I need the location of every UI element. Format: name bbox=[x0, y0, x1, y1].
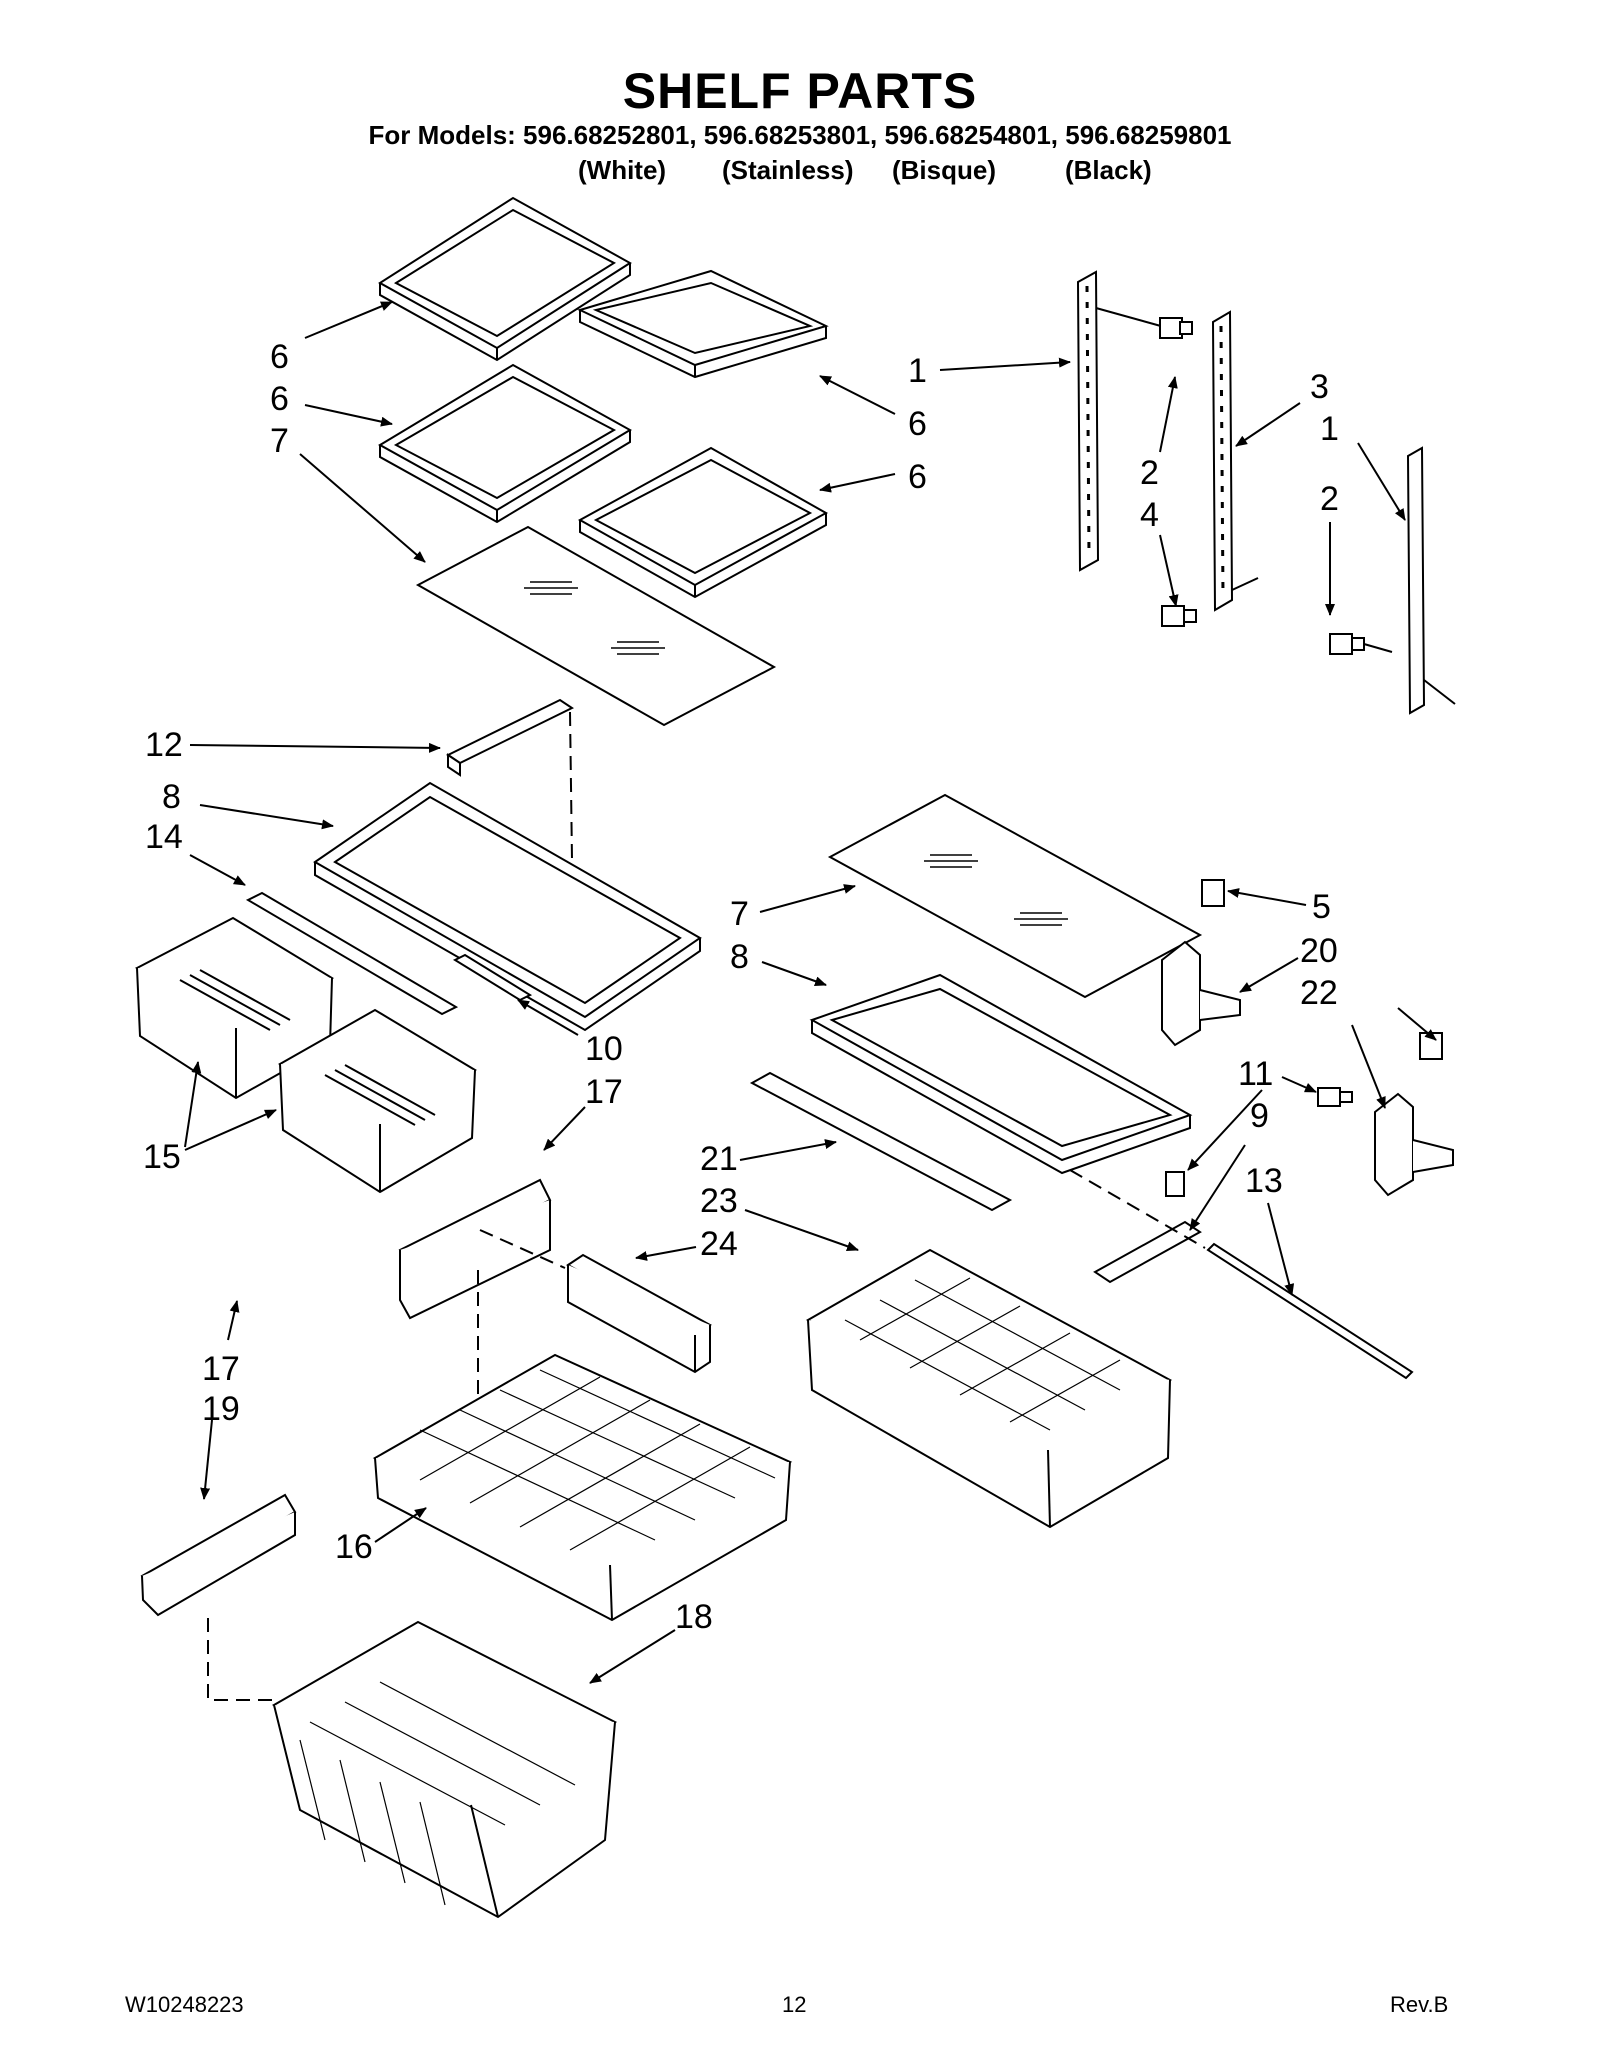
shelf-frame-middle-left bbox=[378, 363, 632, 524]
callout-label: 1 bbox=[908, 352, 927, 390]
basket-divider-panel bbox=[566, 1253, 712, 1374]
callout-label: 2 bbox=[1320, 480, 1339, 518]
callout-label: 4 bbox=[1140, 496, 1159, 534]
screw-right bbox=[1329, 633, 1393, 655]
callout-label: 10 bbox=[585, 1030, 623, 1068]
document-number: W10248223 bbox=[125, 1992, 244, 2017]
revision-label: Rev.B bbox=[1390, 1992, 1449, 2017]
basket-divider-lower bbox=[140, 1493, 297, 1617]
callout-label: 9 bbox=[1250, 1097, 1269, 1135]
callout-label: 6 bbox=[270, 338, 289, 376]
clip-small-upper bbox=[1201, 879, 1225, 907]
finish-black: (Black) bbox=[1065, 155, 1152, 185]
freezer-basket-lower bbox=[271, 1620, 618, 1919]
callout-label: 1 bbox=[1320, 410, 1339, 448]
shelf-clip bbox=[452, 953, 533, 1002]
callout-label: 24 bbox=[700, 1225, 738, 1263]
callout-label: 14 bbox=[145, 818, 183, 856]
callout-label: 18 bbox=[675, 1598, 713, 1636]
screw-slide bbox=[1165, 1171, 1185, 1197]
screw-upper bbox=[1095, 307, 1193, 339]
callout-label: 17 bbox=[202, 1350, 240, 1388]
callout-label: 22 bbox=[1300, 974, 1338, 1012]
leader-lines bbox=[184, 301, 1437, 1684]
shelf-bracket-right bbox=[1374, 1092, 1454, 1197]
callout-label: 19 bbox=[202, 1390, 240, 1428]
shelf-slide bbox=[1093, 1220, 1202, 1284]
callout-label: 6 bbox=[908, 405, 927, 443]
shelf-frame-left bbox=[313, 781, 702, 1032]
freezer-basket-upper bbox=[372, 1353, 793, 1622]
callout-label: 16 bbox=[335, 1528, 373, 1566]
callout-label: 8 bbox=[162, 778, 181, 816]
finish-stainless: (Stainless) bbox=[722, 155, 854, 185]
callout-label: 8 bbox=[730, 938, 749, 976]
callout-label: 3 bbox=[1310, 368, 1329, 406]
finish-bisque: (Bisque) bbox=[892, 155, 996, 185]
callout-label: 2 bbox=[1140, 454, 1159, 492]
crisper-drawer-right bbox=[278, 1008, 477, 1194]
trim-strip bbox=[245, 891, 459, 1016]
shelf-bracket bbox=[445, 698, 575, 861]
callout-label: 7 bbox=[270, 422, 289, 460]
shelf-standard-center bbox=[1211, 310, 1259, 612]
finish-white: (White) bbox=[578, 155, 667, 185]
shelf-trim-front bbox=[749, 1071, 1013, 1212]
callout-label: 17 bbox=[585, 1073, 623, 1111]
shelf-frame-middle-right bbox=[577, 446, 829, 599]
shelf-frame-top-right bbox=[577, 269, 829, 379]
callout-label: 13 bbox=[1245, 1162, 1283, 1200]
models-line: For Models: 596.68252801, 596.68253801, … bbox=[368, 120, 1232, 150]
shelf-frame-top-left bbox=[378, 196, 632, 362]
callout-label: 15 bbox=[143, 1138, 181, 1176]
callout-label: 12 bbox=[145, 726, 183, 764]
screw-center bbox=[1161, 605, 1197, 627]
pantry-drawer bbox=[805, 1248, 1173, 1529]
support-rod bbox=[1069, 1169, 1414, 1380]
shelf-bracket-left bbox=[1161, 940, 1241, 1047]
callout-label: 6 bbox=[270, 380, 289, 418]
shelf-standard-right bbox=[1406, 446, 1456, 715]
callout-label: 20 bbox=[1300, 932, 1338, 970]
callout-label: 6 bbox=[908, 458, 927, 496]
basket-divider-upper bbox=[398, 1178, 552, 1320]
screw-bracket bbox=[1317, 1087, 1353, 1107]
callout-label: 11 bbox=[1238, 1055, 1273, 1093]
callout-label: 21 bbox=[700, 1140, 738, 1178]
page-number: 12 bbox=[782, 1992, 807, 2017]
page-title: SHELF PARTS bbox=[622, 63, 978, 119]
callout-label: 23 bbox=[700, 1182, 738, 1220]
callout-labels: 6 6 7 1 6 6 3 1 2 4 2 12 8 14 10 15 17 7… bbox=[143, 338, 1339, 1636]
shelf-frame-right bbox=[809, 973, 1193, 1175]
glass-shelf-upper bbox=[415, 525, 777, 727]
callout-label: 7 bbox=[730, 895, 749, 933]
callout-label: 5 bbox=[1312, 888, 1331, 926]
glass-shelf-lower bbox=[827, 793, 1203, 999]
shelf-standard-left bbox=[1076, 270, 1100, 572]
